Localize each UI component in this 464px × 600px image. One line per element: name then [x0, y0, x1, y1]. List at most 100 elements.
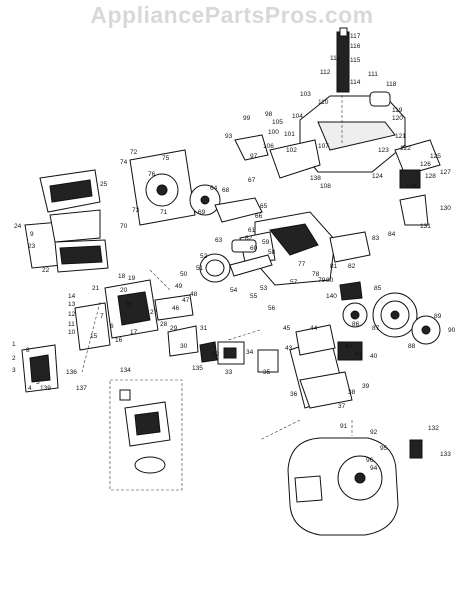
camshaft — [231, 239, 257, 253]
part-label-55: 55 — [250, 293, 258, 300]
part-label-125: 125 — [430, 153, 441, 160]
carburetor-inset — [109, 379, 183, 491]
part-label-49: 49 — [175, 283, 183, 290]
part-label-58: 58 — [268, 249, 276, 256]
part-label-57: 57 — [290, 279, 298, 286]
part-label-3: 3 — [12, 367, 16, 374]
part-label-83: 83 — [372, 235, 380, 242]
connecting-rod — [229, 254, 273, 277]
part-label-29: 29 — [170, 325, 178, 332]
part-label-95: 95 — [380, 445, 388, 452]
fuel-valve — [399, 169, 421, 189]
part-label-82: 82 — [348, 263, 356, 270]
part-label-2: 2 — [12, 355, 16, 362]
part-label-18: 18 — [118, 273, 126, 280]
part-label-87: 87 — [372, 325, 380, 332]
part-label-110: 110 — [318, 99, 329, 106]
part-label-21: 21 — [92, 285, 100, 292]
part-label-117: 117 — [350, 33, 361, 40]
part-label-101: 101 — [284, 131, 295, 138]
part-label-11: 11 — [68, 321, 75, 328]
air-cleaner-base — [299, 371, 353, 409]
part-label-37: 37 — [338, 403, 346, 410]
part-label-39: 39 — [362, 383, 370, 390]
part-label-97: 97 — [250, 153, 258, 160]
blower-housing-group — [24, 169, 109, 273]
fuel-strainer — [336, 31, 350, 93]
float-bowl — [134, 456, 166, 474]
part-label-13: 13 — [68, 301, 76, 308]
fuel-tank-bracket — [394, 139, 441, 176]
part-label-62: 62 — [245, 235, 253, 242]
part-label-15: 15 — [90, 333, 98, 340]
part-label-50: 50 — [180, 271, 188, 278]
part-label-41: 41 — [355, 351, 363, 358]
part-label-80: 80 — [326, 277, 334, 284]
part-label-25: 25 — [100, 181, 108, 188]
part-label-54: 54 — [230, 287, 238, 294]
part-label-20: 20 — [120, 287, 128, 294]
part-label-137: 137 — [76, 385, 87, 392]
part-label-96: 96 — [366, 457, 374, 464]
part-label-76: 76 — [148, 171, 156, 178]
part-label-103: 103 — [300, 91, 311, 98]
part-label-8: 8 — [26, 347, 30, 354]
part-label-12: 12 — [68, 311, 76, 318]
engine-block-group — [199, 197, 336, 286]
part-label-128: 128 — [425, 173, 436, 180]
part-label-6: 6 — [110, 323, 114, 330]
part-label-63: 63 — [215, 237, 223, 244]
part-label-114: 114 — [350, 79, 361, 86]
tank-mount-strap — [269, 139, 321, 179]
crankcase-cover-group — [129, 149, 221, 226]
part-label-72: 72 — [130, 149, 138, 156]
part-label-16: 16 — [115, 337, 123, 344]
part-label-77: 77 — [298, 261, 306, 268]
part-label-64: 64 — [210, 185, 218, 192]
part-label-35: 35 — [263, 369, 271, 376]
part-label-126: 126 — [420, 161, 431, 168]
part-label-78: 78 — [312, 271, 320, 278]
part-label-28: 28 — [160, 321, 168, 328]
fuel-tank-cap — [369, 91, 391, 107]
part-label-116: 116 — [350, 43, 361, 50]
part-label-86: 86 — [352, 321, 360, 328]
part-label-115: 115 — [350, 57, 361, 64]
guide-lines — [81, 95, 353, 441]
part-label-56: 56 — [268, 305, 276, 312]
part-label-42: 42 — [345, 343, 353, 350]
part-label-70: 70 — [120, 223, 128, 230]
part-label-121: 121 — [395, 133, 406, 140]
valve-cover — [74, 302, 111, 351]
part-label-31: 31 — [200, 325, 208, 332]
part-label-10: 10 — [68, 329, 76, 336]
part-label-131: 131 — [420, 223, 431, 230]
part-label-51: 51 — [196, 265, 204, 272]
inset-frame — [109, 379, 183, 491]
part-label-69: 69 — [198, 209, 206, 216]
part-label-52: 52 — [200, 253, 208, 260]
starter-handle — [409, 439, 423, 459]
part-label-124: 124 — [372, 173, 383, 180]
part-label-14: 14 — [68, 293, 76, 300]
part-label-32: 32 — [212, 351, 220, 358]
part-label-26: 26 — [125, 301, 133, 308]
part-label-89: 89 — [434, 313, 442, 320]
part-label-113: 113 — [330, 55, 341, 62]
part-label-9: 9 — [30, 231, 34, 238]
part-label-23: 23 — [28, 243, 36, 250]
part-label-104: 104 — [292, 113, 303, 120]
part-label-19: 19 — [128, 275, 136, 282]
part-label-140: 140 — [326, 293, 337, 300]
part-label-44: 44 — [310, 325, 318, 332]
part-label-36: 36 — [290, 391, 298, 398]
part-label-74: 74 — [120, 159, 128, 166]
part-label-48: 48 — [190, 291, 198, 298]
part-label-4: 4 — [28, 385, 32, 392]
part-label-130: 130 — [440, 205, 451, 212]
part-label-138: 138 — [310, 175, 321, 182]
intake-manifold — [154, 294, 194, 321]
part-label-7: 7 — [100, 313, 104, 320]
fuel-tank-group — [234, 27, 441, 226]
